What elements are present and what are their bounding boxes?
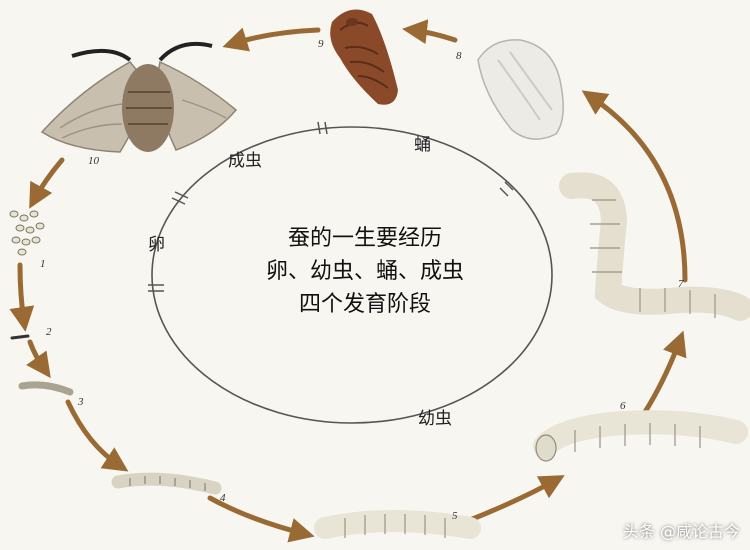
arrow-5-to-6	[467, 475, 565, 523]
pupa-illustration	[330, 9, 398, 105]
stage-label-pupa: 蛹	[414, 135, 431, 155]
arrow-6-to-7	[642, 330, 687, 415]
step-number-7: 7	[678, 278, 684, 290]
larva-stage-2-illustration	[10, 334, 30, 340]
step-number-3: 3	[78, 396, 84, 408]
larva-stage-5-illustration	[314, 510, 481, 539]
larva-stage-4-illustration	[111, 472, 222, 495]
arrow-4-to-5	[207, 495, 315, 543]
step-number-5: 5	[452, 510, 458, 522]
stage-label-larva: 幼虫	[418, 409, 452, 429]
step-number-9: 9	[318, 38, 324, 50]
step-number-10: 10	[88, 155, 99, 167]
arrow-10-to-1	[29, 157, 65, 209]
caption-line-3: 四个发育阶段	[298, 292, 431, 317]
arrow-2-to-3	[26, 339, 51, 379]
stage-divider-ticks	[148, 121, 514, 292]
step-number-4: 4	[220, 492, 226, 504]
arrow-3-to-4	[65, 399, 129, 472]
caption-line-2: 卵、幼虫、蛹、成虫	[265, 259, 464, 284]
cycle-arrows	[9, 19, 688, 543]
arrow-7-to-8	[581, 90, 688, 283]
stage-label-egg: 卵	[148, 235, 165, 255]
watermark: 头条 @咸论古今	[622, 522, 740, 541]
step-number-1: 1	[40, 258, 46, 270]
arrow-1-to-2	[9, 262, 35, 332]
moth-illustration	[40, 41, 238, 153]
arrow-8-to-9	[402, 19, 458, 45]
step-number-8: 8	[456, 50, 462, 62]
life-cycle-ring	[151, 126, 553, 424]
step-number-2: 2	[46, 326, 52, 338]
diagram-caption: 蚕的一生要经历 卵、幼虫、蛹、成虫 四个发育阶段	[215, 222, 515, 321]
step-number-6: 6	[620, 400, 626, 412]
larva-stage-3-illustration	[18, 381, 74, 396]
arrow-9-to-10	[222, 27, 321, 52]
larva-stage-6-illustration	[533, 410, 748, 458]
eggs-illustration	[9, 210, 45, 256]
caption-line-1: 蚕的一生要经历	[287, 226, 442, 251]
stage-label-adult: 成虫	[228, 151, 262, 171]
larva-stage-7-illustration	[559, 172, 750, 321]
cocoon-illustration	[477, 39, 564, 140]
